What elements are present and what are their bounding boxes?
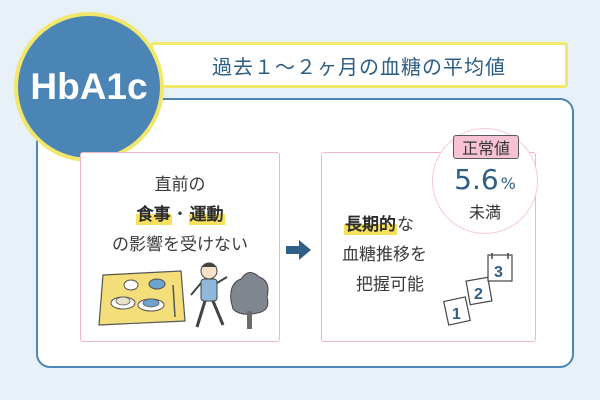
right-line-1: 長期的な [344, 211, 535, 239]
meal-exercise-illustration [98, 262, 269, 329]
calendar-page-1-icon: 1 [443, 296, 471, 326]
calendar-number-3: 3 [494, 264, 503, 281]
left-line-3-text: の影響を受けない [112, 235, 248, 255]
banner-text: 過去１〜２ヶ月の血糖の平均値 [212, 54, 506, 79]
hba1c-label: HbA1c [30, 66, 148, 107]
arrow-right-icon [286, 240, 311, 260]
left-panel: 直前の 食事・運動 の影響を受けない [80, 152, 280, 342]
normal-value-digits: 5.6 [454, 163, 499, 196]
highlight-long-term: 長期的 [344, 215, 397, 235]
tree-icon [230, 272, 269, 329]
separator-dot: ・ [171, 205, 189, 225]
normal-value-number: 5.6% [433, 163, 537, 196]
normal-value-label: 正常値 [453, 135, 519, 159]
right-line-2-text: 血糖推移を [342, 245, 427, 265]
highlight-food: 食事 [135, 205, 172, 225]
left-line-2: 食事・運動 [81, 201, 279, 229]
calendar-number-2: 2 [474, 286, 483, 303]
left-line-1-text: 直前の [154, 175, 206, 195]
meal-tray-icon [98, 270, 186, 326]
right-line-2: 血糖推移を [342, 241, 535, 269]
normal-value-qualifier: 未満 [468, 203, 501, 222]
normal-value-badge: 正常値 5.6% 未満 [432, 128, 538, 234]
left-line-3: の影響を受けない [81, 231, 279, 259]
calendar-number-1: 1 [452, 306, 461, 323]
calendar-page-2-icon: 2 [465, 276, 493, 306]
highlight-exercise: 運動 [188, 205, 225, 225]
normal-value-unit: % [500, 174, 516, 193]
calendar-page-3-icon: 3 [487, 253, 513, 282]
title-banner: 過去１〜２ヶ月の血糖の平均値 [150, 42, 568, 88]
hba1c-circle: HbA1c [14, 12, 164, 162]
right-suffix: な [397, 215, 414, 235]
calendar-pages-illustration: 1 2 3 [443, 253, 513, 326]
left-line-1: 直前の [81, 171, 279, 199]
right-line-3: 把握可能 [356, 271, 535, 299]
person-exercising-icon [190, 262, 228, 328]
right-line-3-text: 把握可能 [356, 275, 424, 295]
